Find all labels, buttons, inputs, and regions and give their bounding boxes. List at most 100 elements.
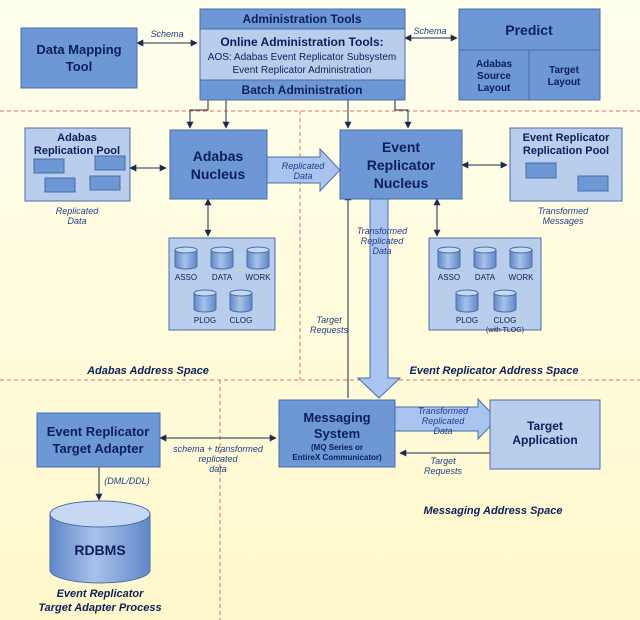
rdbms-label: RDBMS: [74, 542, 125, 558]
transformed-messages-label1: Transformed: [538, 206, 589, 216]
messaging-line1: Messaging: [303, 410, 370, 425]
target-app-line1: Target: [527, 419, 563, 433]
event-replicator-nucleus-box: Event Replicator Nucleus: [339, 129, 463, 200]
connector-arrows: [95, 34, 508, 501]
admin-to-er-2: [394, 100, 412, 129]
predict-source-line3: Layout: [478, 83, 511, 94]
er-file-clog-label: CLOG: [494, 316, 517, 325]
messaging-line2: System: [314, 426, 360, 441]
messaging-system-box: Messaging System (MQ Series or EntireX C…: [278, 399, 396, 468]
online-admin-line2: Event Replicator Administration: [233, 65, 372, 76]
data-mapping-tool-line1: Data Mapping: [36, 42, 121, 57]
adabas-pool-record-4: [89, 175, 121, 191]
predict-title: Predict: [505, 22, 553, 38]
predict-target-line1: Target: [549, 65, 579, 76]
er-file-data: DATA: [473, 246, 497, 282]
messaging-note2: EntireX Communicator): [292, 453, 382, 462]
er-file-clog-note: (with TLOG): [486, 327, 524, 334]
er-file-plog: PLOG: [455, 289, 479, 325]
er-file-plog-label: PLOG: [456, 316, 478, 325]
adabas-pool-record-2: [94, 155, 126, 171]
adabas-nucleus-line1: Adabas: [193, 148, 244, 164]
dml-ddl-label: (DML/DDL): [104, 476, 150, 486]
er-file-work-label: WORK: [509, 273, 535, 282]
adabas-files-box: ASSO DATA WORK PLOG CLOG: [168, 237, 276, 331]
admin-tools-title: Administration Tools: [242, 12, 361, 26]
predict-source-line1: Adabas: [476, 59, 513, 70]
batch-admin-label: Batch Administration: [242, 83, 363, 97]
schema-right-label: Schema: [413, 26, 446, 36]
messaging-note1: (MQ Series or: [311, 443, 363, 452]
target-adapter-line1: Event Replicator: [47, 424, 150, 439]
er-file-clog: CLOG (with TLOG): [486, 289, 524, 334]
schema-transformed-label1: schema + transformed: [173, 444, 264, 454]
transformed-data-right-arrow: [394, 397, 498, 441]
adabas-pool-line2: Replication Pool: [34, 145, 120, 157]
er-nucleus-line3: Nucleus: [374, 175, 429, 191]
adabas-space-title: Adabas Address Space: [86, 365, 209, 377]
adabas-file-data: DATA: [210, 246, 234, 282]
adabas-pool-record-3: [44, 177, 76, 193]
adabas-file-work-label: WORK: [246, 273, 272, 282]
target-app-line2: Application: [512, 433, 577, 447]
admin-to-adabas-1: [186, 100, 209, 129]
target-requests-right-label2: Requests: [424, 466, 463, 476]
schema-transformed-label3: data: [209, 464, 227, 474]
predict-target-line2: Layout: [548, 77, 581, 88]
er-pool-record-2: [577, 175, 609, 192]
adabas-file-data-label: DATA: [212, 273, 233, 282]
replicated-arrow-label2: Data: [293, 171, 312, 181]
er-file-asso-label: ASSO: [438, 273, 460, 282]
adabas-pool-record-1: [33, 158, 65, 174]
adabas-file-asso-label: ASSO: [175, 273, 197, 282]
rdbms-cylinder: RDBMS: [49, 500, 151, 584]
transformed-data-down-arrow: [356, 191, 402, 399]
adapter-process-title2: Target Adapter Process: [38, 602, 161, 614]
er-nucleus-line1: Event: [382, 139, 420, 155]
online-admin-title: Online Administration Tools:: [220, 35, 383, 49]
administration-tools-box: Administration Tools Online Administrati…: [199, 8, 406, 101]
predict-box: Predict Adabas Source Layout Target Layo…: [458, 8, 601, 101]
er-nucleus-line2: Replicator: [367, 157, 436, 173]
schema-left-label: Schema: [150, 29, 183, 39]
zone-separators: [0, 110, 640, 620]
transformed-down-label3: Data: [372, 246, 391, 256]
transformed-messages-label2: Messages: [542, 216, 584, 226]
transformed-right-label2: Replicated: [422, 416, 466, 426]
target-requests-right-label1: Target: [430, 456, 456, 466]
transformed-right-label1: Transformed: [418, 406, 469, 416]
er-pool-record-1: [525, 162, 557, 179]
er-file-asso: ASSO: [437, 246, 461, 282]
adabas-nucleus-box: Adabas Nucleus: [169, 129, 268, 200]
adabas-file-work: WORK: [246, 246, 272, 282]
adabas-file-clog-label: CLOG: [230, 316, 253, 325]
adabas-nucleus-line2: Nucleus: [191, 166, 246, 182]
replicated-pool-label2: Data: [67, 216, 86, 226]
target-adapter-box: Event Replicator Target Adapter: [36, 412, 161, 468]
er-files-box: ASSO DATA WORK PLOG CLOG (with TLOG): [428, 237, 542, 334]
transformed-down-label2: Replicated: [361, 236, 405, 246]
er-pool-line2: Replication Pool: [523, 145, 609, 157]
data-mapping-tool-line2: Tool: [66, 59, 92, 74]
er-replication-pool-box: Event Replicator Replication Pool: [509, 127, 623, 202]
schema-transformed-label2: replicated: [198, 454, 238, 464]
adapter-process-title1: Event Replicator: [57, 588, 145, 600]
predict-source-line2: Source: [477, 71, 511, 82]
online-admin-line1: AOS: Adabas Event Replicator Subsystem: [208, 52, 396, 63]
er-space-title: Event Replicator Address Space: [410, 365, 579, 377]
target-requests-left-label2: Requests: [310, 325, 349, 335]
replicated-data-arrow: [266, 147, 341, 193]
adabas-pool-line1: Adabas: [57, 132, 97, 144]
messaging-space-title: Messaging Address Space: [424, 505, 563, 517]
er-file-data-label: DATA: [475, 273, 496, 282]
transformed-right-label3: Data: [433, 426, 452, 436]
adabas-file-asso: ASSO: [174, 246, 198, 282]
target-adapter-line2: Target Adapter: [52, 441, 143, 456]
er-file-work: WORK: [509, 246, 535, 282]
er-pool-line1: Event Replicator: [523, 132, 611, 144]
replicated-pool-label1: Replicated: [56, 206, 100, 216]
adabas-file-plog-label: PLOG: [194, 316, 216, 325]
adabas-file-plog: PLOG: [193, 289, 217, 325]
